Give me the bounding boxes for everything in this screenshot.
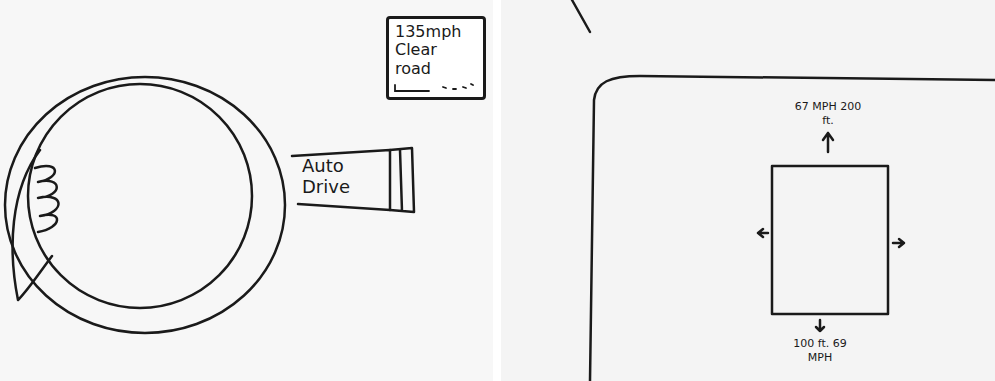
panel-gap [493, 0, 501, 381]
display-outline [590, 76, 995, 381]
car-rect [772, 166, 888, 314]
arrow-left [758, 229, 768, 237]
right-panel [501, 0, 995, 381]
distance-speed-label: 67 MPH 200 ft. [793, 100, 863, 128]
scribble-line [395, 84, 473, 91]
wheel-rim-inner [28, 84, 252, 308]
wheel-grip [13, 150, 52, 300]
distance-speed-label: 100 ft. 69 MPH [785, 337, 855, 365]
frame-edge [572, 0, 590, 32]
stalk-body [292, 150, 390, 210]
wheel-rim-outer [5, 77, 285, 333]
stalk-text: Auto Drive [302, 156, 386, 197]
left-panel [0, 0, 493, 381]
stalk-tip [390, 148, 414, 212]
screen-box: 135mph Clear road [386, 16, 486, 100]
arrow-down [816, 320, 824, 331]
stalk-lever: Auto Drive [292, 150, 416, 210]
screen-text: 135mph Clear road [395, 23, 477, 78]
arrow-right [893, 239, 904, 247]
hand-scribble [35, 166, 59, 232]
arrow-up [823, 133, 833, 152]
